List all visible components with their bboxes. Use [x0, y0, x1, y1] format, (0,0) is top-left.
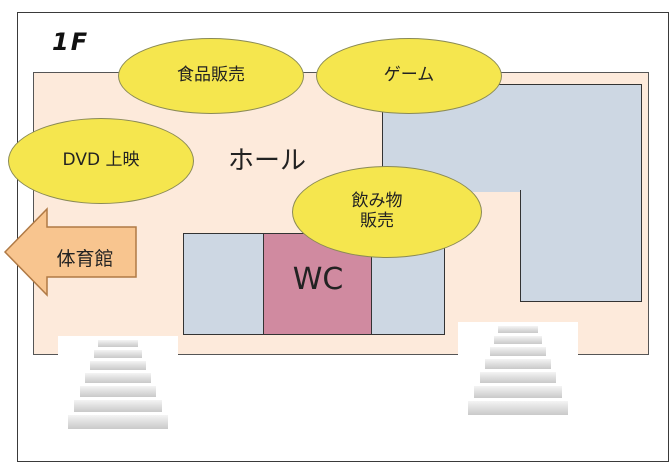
floor-label: 1F — [52, 28, 90, 56]
exit-arrow-icon — [3, 207, 137, 297]
food-sales-bubble: 食品販売 — [118, 38, 304, 114]
game-bubble: ゲーム — [316, 38, 502, 114]
drink-sales-label-line1: 飲み物 — [351, 191, 403, 212]
drink-sales-label-line2: 販売 — [360, 211, 394, 231]
game-label: ゲーム — [383, 65, 435, 86]
dvd-screening-label: DVD 上映 — [62, 150, 140, 171]
dvd-screening-bubble: DVD 上映 — [8, 118, 194, 204]
room-lower-right — [520, 190, 642, 302]
stairs-left-icon — [58, 336, 178, 440]
hall-label: ホール — [228, 146, 307, 176]
food-sales-label: 食品販売 — [177, 65, 245, 86]
drink-sales-bubble: 飲み物 販売 — [292, 166, 482, 258]
stairs-right-icon — [458, 322, 578, 426]
restroom-label: WC — [292, 262, 344, 297]
room-left — [183, 233, 265, 335]
exit-label: 体育館 — [56, 248, 114, 270]
